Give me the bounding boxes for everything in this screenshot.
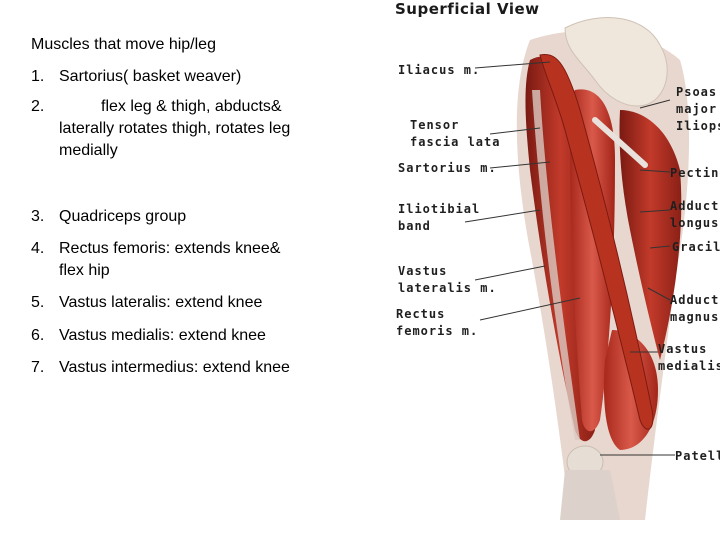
list-text: flex leg & thigh, abducts& laterally rot… xyxy=(59,98,291,159)
list-number: 5. xyxy=(31,294,45,311)
list-text: Sartorius( basket weaver) xyxy=(59,68,242,85)
inguinal-ligament xyxy=(592,117,648,168)
list-text: Rectus femoris: extends knee& flex hip xyxy=(59,240,281,279)
label-iliacus: Iliacus m. xyxy=(398,63,481,77)
iliotibial-band-shape xyxy=(532,90,580,440)
list-number: 7. xyxy=(31,359,45,376)
label-adductor-longus: Adductor longus xyxy=(670,199,720,230)
leader-lines xyxy=(464,61,675,456)
list-item: 5. Vastus lateralis: extend knee xyxy=(31,292,331,314)
list-item: 7. Vastus intermedius: extend knee xyxy=(31,357,306,379)
label-vastus-medialis: Vastus medialis xyxy=(658,342,720,373)
pelvis-bone xyxy=(564,17,668,107)
label-patella: Patella xyxy=(675,449,720,463)
list-text: Vastus intermedius: extend knee xyxy=(59,359,290,376)
thigh-anatomy-drawing xyxy=(464,17,690,520)
list-number: 3. xyxy=(31,208,45,225)
knee-tendons xyxy=(560,470,620,520)
label-rectus-femoris: Rectus femoris m. xyxy=(396,307,479,338)
label-pectineus: Pectineus xyxy=(670,166,720,180)
sartorius-shape xyxy=(539,53,654,430)
label-tensor-fascia-lata: Tensor fascia lata xyxy=(410,118,501,149)
label-psoas-major: Psoas major Iliopsoas xyxy=(676,85,720,133)
list-text: Quadriceps group xyxy=(59,208,187,225)
label-iliotibial-band: Iliotibial band xyxy=(398,202,481,233)
list-number: 4. xyxy=(31,240,45,257)
list-item: 1. Sartorius( basket weaver) xyxy=(31,66,331,88)
list-item: 3. Quadriceps group xyxy=(31,206,331,228)
label-adductor-magnus: Adductor magnus xyxy=(670,293,720,324)
list-item: 2. flex leg & thigh, abducts& laterally … xyxy=(31,96,331,162)
thigh-muscle-illustration: Superficial View Iliacus m. Tensor fasci… xyxy=(390,0,720,540)
list-number: 1. xyxy=(31,68,45,85)
figure-title: Superficial View xyxy=(395,0,540,18)
list-text: Vastus medialis: extend knee xyxy=(59,327,266,344)
list-item: 4. Rectus femoris: extends knee& flex hi… xyxy=(31,238,286,282)
list-text: Vastus lateralis: extend knee xyxy=(59,294,263,311)
list-item: 6. Vastus medialis: extend knee xyxy=(31,325,331,347)
label-vastus-lateralis: Vastus lateralis m. xyxy=(398,264,497,295)
label-gracilis: Gracilis xyxy=(672,240,720,254)
list-number: 6. xyxy=(31,327,45,344)
label-sartorius: Sartorius m. xyxy=(398,161,497,175)
list-number: 2. xyxy=(31,98,45,115)
slide-title: Muscles that move hip/leg xyxy=(31,36,216,53)
